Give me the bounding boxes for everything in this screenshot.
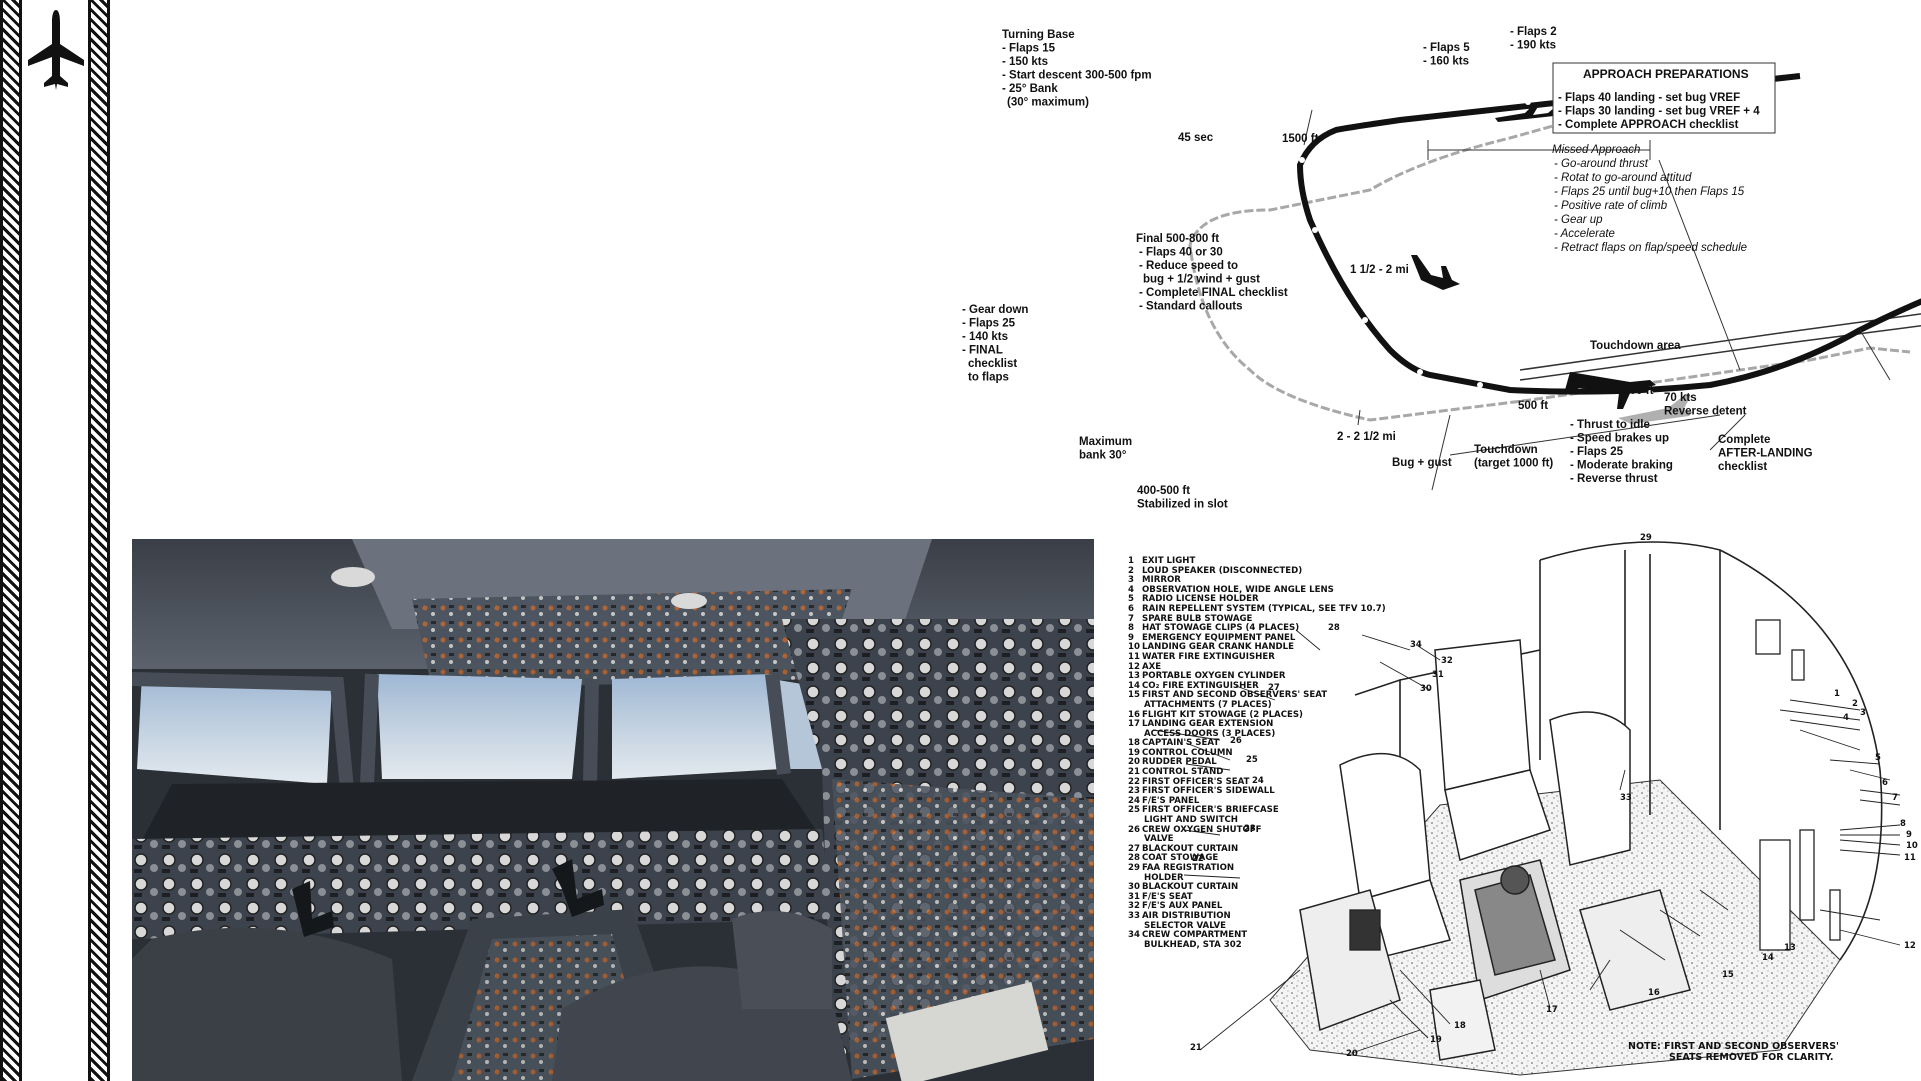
svg-text:7: 7 [1892, 793, 1898, 803]
svg-text:8: 8 [1900, 819, 1906, 829]
leg-1500-ft: 1500 ft [1282, 133, 1319, 145]
legend-text: BULKHEAD, STA 302 [1142, 941, 1242, 951]
svg-text:20: 20 [1346, 1049, 1358, 1059]
svg-text:12: 12 [1904, 941, 1916, 951]
legend-number: 17 [1128, 720, 1142, 730]
cockpit-photo [132, 539, 1094, 1081]
svg-text:34: 34 [1410, 640, 1422, 650]
touchdown-500-ft: 500 ft [1518, 400, 1548, 412]
approach-pattern-diagram: Turning Base - Flaps 15 - 150 kts - Star… [950, 0, 1921, 520]
seventy-kts-text: 70 kts Reverse detent [1664, 392, 1747, 418]
leg-45-sec: 45 sec [1178, 132, 1214, 144]
compartment-legend: 1EXIT LIGHT2LOUD SPEAKER (DISCONNECTED)3… [1128, 557, 1388, 950]
distance-2-2-mi: 2 - 2 1/2 mi [1337, 431, 1396, 443]
svg-text:16: 16 [1648, 988, 1660, 998]
maximum-bank-text: Maximum bank 30° [1079, 436, 1135, 462]
missed-approach-text: Missed Approach - Go-around thrust - Rot… [1552, 144, 1747, 254]
touchdown-1500-ft: 1500 ft [1617, 385, 1654, 397]
legend-number [1128, 941, 1142, 951]
touchdown-text: Touchdown (target 1000 ft) [1474, 444, 1553, 470]
legend-number: 25 [1128, 806, 1142, 816]
rollout-text: - Thrust to idle - Speed brakes up - Fla… [1570, 419, 1676, 485]
svg-text:13: 13 [1784, 943, 1796, 953]
svg-text:3: 3 [1860, 708, 1866, 718]
svg-text:33: 33 [1620, 793, 1632, 803]
svg-text:4: 4 [1843, 713, 1849, 723]
flaps-2-text: - Flaps 2 - 190 kts [1510, 26, 1560, 52]
svg-text:14: 14 [1762, 953, 1774, 963]
approach-preparations-items: - Flaps 40 landing - set bug VREF - Flap… [1558, 92, 1763, 131]
svg-text:31: 31 [1432, 670, 1444, 680]
gear-down-text: - Gear down - Flaps 25 - 140 kts - FINAL… [962, 304, 1032, 384]
svg-text:2: 2 [1852, 699, 1858, 709]
legend-number: 15 [1128, 691, 1142, 701]
legend-number: 33 [1128, 912, 1142, 922]
svg-text:30: 30 [1420, 684, 1432, 694]
legend-number: 26 [1128, 826, 1142, 836]
right-hatched-border [88, 0, 110, 1081]
svg-text:21: 21 [1190, 1043, 1202, 1053]
legend-text: WATER FIRE EXTINGUISHER [1142, 653, 1275, 663]
svg-text:10: 10 [1906, 841, 1918, 851]
touchdown-area-label: Touchdown area [1590, 340, 1681, 352]
svg-text:11: 11 [1904, 853, 1916, 863]
legend-number: 29 [1128, 864, 1142, 874]
legend-item: BULKHEAD, STA 302 [1128, 941, 1388, 951]
svg-text:18: 18 [1454, 1021, 1466, 1031]
svg-text:6: 6 [1882, 778, 1888, 788]
legend-item: 11WATER FIRE EXTINGUISHER [1128, 653, 1388, 663]
stabilized-text: 400-500 ft Stabilized in slot [1137, 485, 1228, 511]
bug-gust-label: Bug + gust [1392, 457, 1452, 469]
svg-text:9: 9 [1906, 830, 1912, 840]
svg-text:19: 19 [1430, 1035, 1442, 1045]
final-text: Final 500-800 ft - Flaps 40 or 30 - Redu… [1136, 233, 1291, 313]
approach-preparations-title: APPROACH PREPARATIONS [1583, 67, 1749, 81]
left-hatched-border [0, 0, 22, 1081]
svg-text:17: 17 [1546, 1005, 1558, 1015]
svg-text:1: 1 [1834, 689, 1840, 699]
missed-approach-path [1190, 68, 1910, 420]
svg-text:29: 29 [1640, 533, 1652, 543]
svg-text:5: 5 [1875, 753, 1881, 763]
legend-number: 34 [1128, 931, 1142, 941]
svg-text:15: 15 [1722, 970, 1734, 980]
turning-base-text: Turning Base - Flaps 15 - 150 kts - Star… [1002, 29, 1155, 109]
flaps-5-text: - Flaps 5 - 160 kts [1423, 42, 1473, 68]
compartment-note: NOTE: FIRST AND SECOND OBSERVERS' SEATS … [1628, 1041, 1839, 1063]
svg-text:32: 32 [1441, 656, 1453, 666]
after-landing-text: Complete AFTER-LANDING checklist [1718, 434, 1816, 473]
distance-1-2-mi: 1 1/2 - 2 mi [1350, 264, 1409, 276]
airplane-silhouettes [1411, 103, 1921, 409]
airplane-icon [26, 8, 86, 92]
